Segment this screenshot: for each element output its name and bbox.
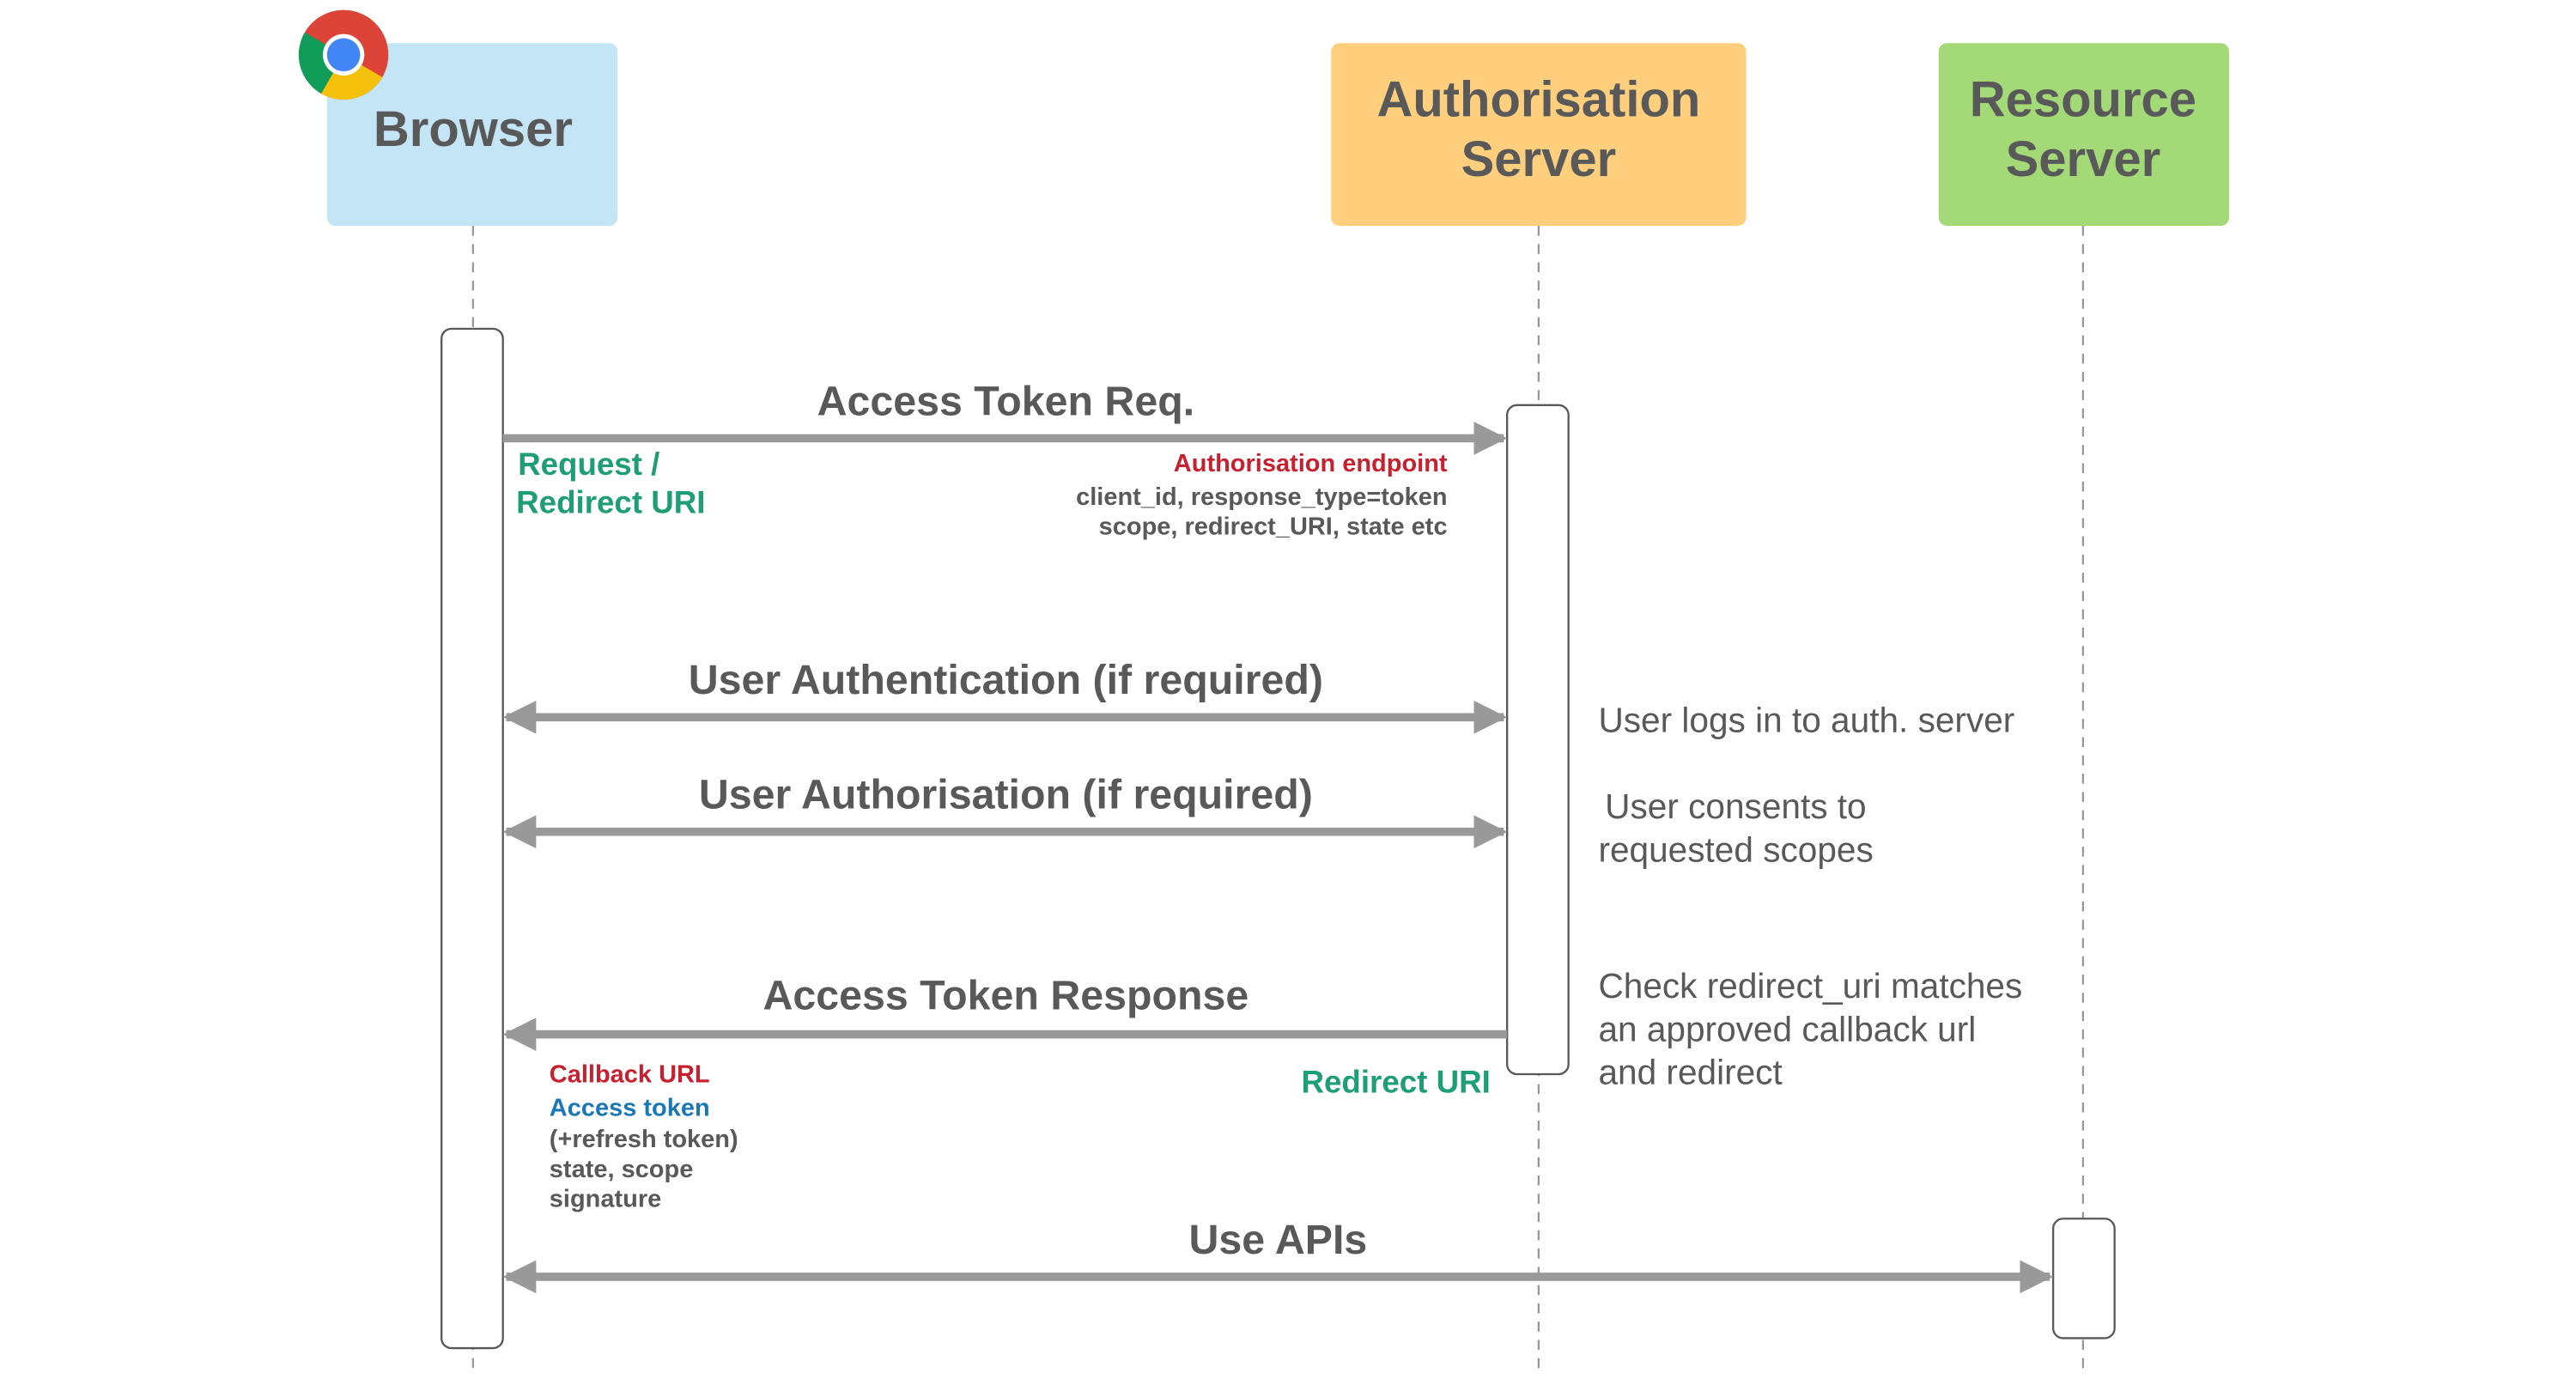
signature-label: signature <box>550 1186 661 1213</box>
note-check-line1: Check redirect_uri matches <box>1598 966 2022 1005</box>
request-redirect-line1: Request / <box>518 447 659 482</box>
chrome-logo-icon <box>298 9 389 100</box>
resource-server-label-line2: Server <box>2006 132 2161 187</box>
browser-label: Browser <box>374 102 573 157</box>
params-line2: scope, redirect_URI, state etc <box>1099 513 1448 541</box>
resource-server-activation-bar <box>2051 1218 2116 1340</box>
participant-auth-server: Authorisation Server <box>1331 43 1747 226</box>
browser-box <box>326 43 618 226</box>
use-apis-label: Use APIs <box>1189 1217 1368 1263</box>
note-check-line2: an approved callback url <box>1598 1009 1976 1048</box>
params-line1: client_id, response_type=token <box>1076 483 1447 511</box>
auth-server-label-line2: Server <box>1461 132 1617 187</box>
note-consents-line2: requested scopes <box>1598 830 1873 870</box>
auth-server-label-line1: Authorisation <box>1376 72 1700 127</box>
note-consents-line1: User consents to <box>1605 787 1866 826</box>
participant-browser: Browser <box>326 43 618 226</box>
state-scope-label: state, scope <box>550 1156 694 1183</box>
access-token-label: Access token <box>550 1094 710 1121</box>
note-user-logs-in: User logs in to auth. server <box>1598 701 2014 740</box>
participant-resource-server: Resource Server <box>1938 43 2230 226</box>
authorisation-endpoint-label: Authorisation endpoint <box>1174 450 1448 477</box>
user-authorisation-label: User Authorisation (if required) <box>699 772 1313 818</box>
resource-server-label-line1: Resource <box>1970 72 2196 127</box>
redirect-uri-label: Redirect URI <box>1301 1064 1490 1099</box>
auth-server-box <box>1331 43 1747 226</box>
refresh-token-label: (+refresh token) <box>550 1126 738 1153</box>
callback-url-label: Callback URL <box>550 1061 710 1089</box>
note-check-line3: and redirect <box>1598 1053 1782 1092</box>
request-redirect-line2: Redirect URI <box>516 484 705 519</box>
auth-server-activation-bar <box>1505 404 1570 1076</box>
browser-activation-bar <box>440 327 504 1350</box>
access-token-req-label: Access Token Req. <box>817 378 1195 424</box>
access-token-response-label: Access Token Response <box>763 973 1249 1019</box>
resource-server-box <box>1938 43 2230 226</box>
user-authentication-label: User Authentication (if required) <box>689 657 1323 703</box>
